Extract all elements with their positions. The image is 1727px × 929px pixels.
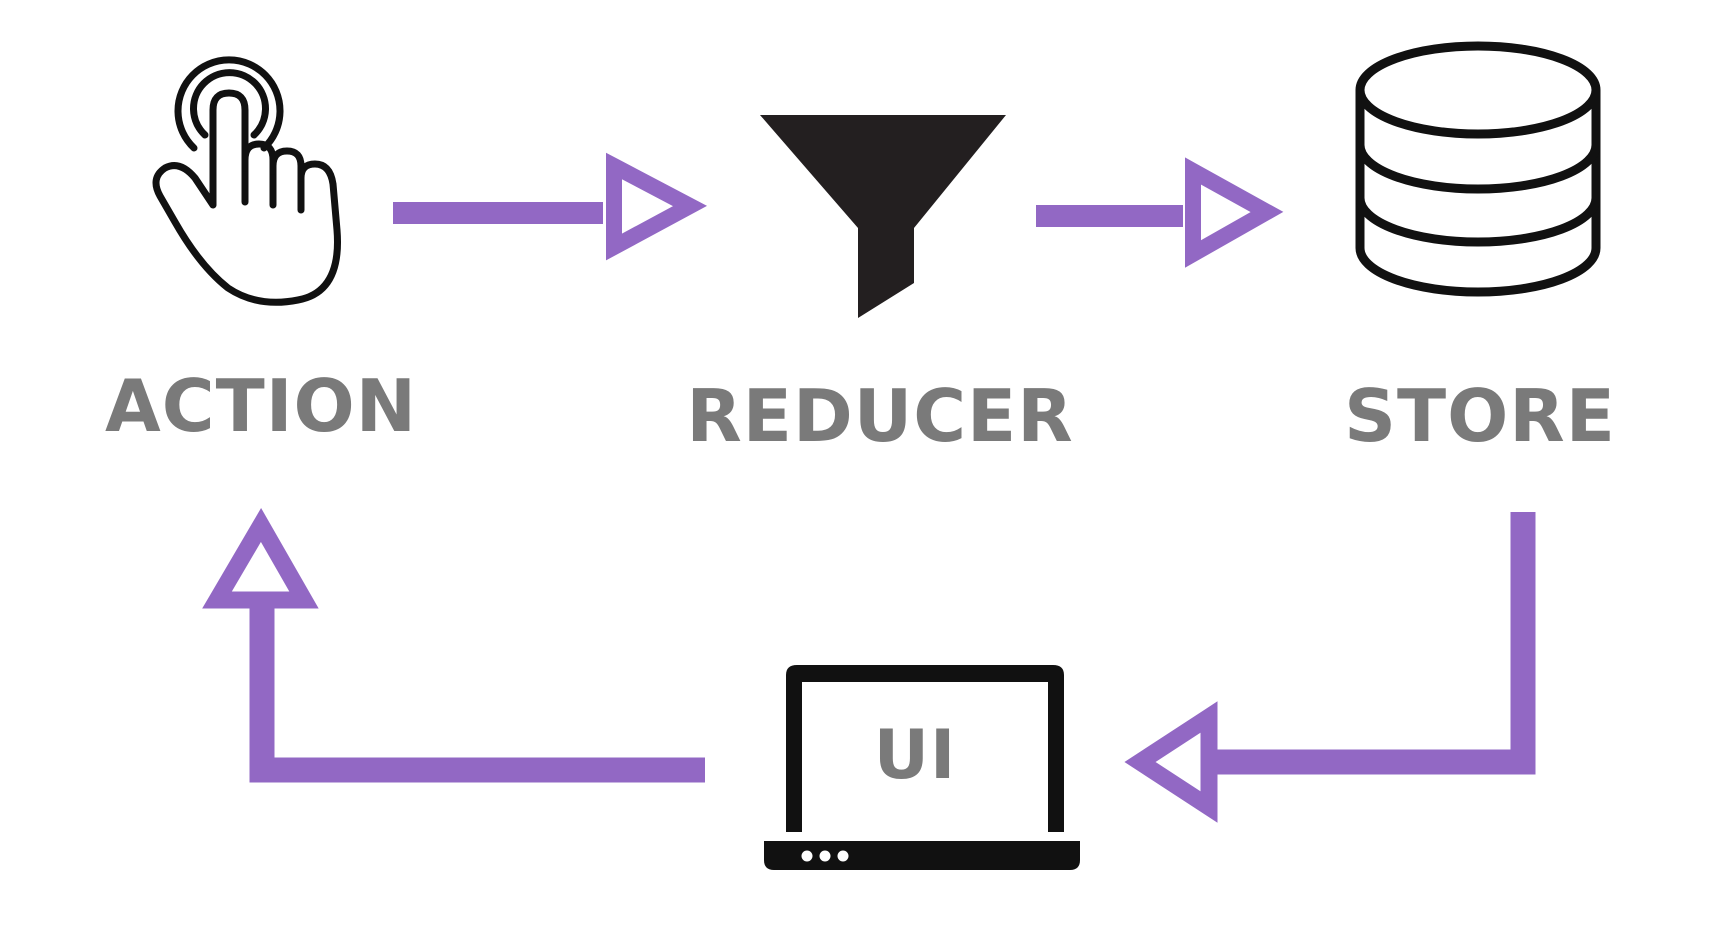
arrow-reducer-to-store — [1036, 157, 1284, 268]
laptop-icon — [764, 665, 1080, 870]
reducer-label: REDUCER — [686, 374, 1074, 458]
database-icon — [1355, 41, 1601, 297]
store-label: STORE — [1344, 374, 1616, 458]
arrow-ui-to-action — [202, 508, 705, 783]
arrow-store-to-ui — [1124, 512, 1536, 823]
action-label: ACTION — [105, 364, 417, 448]
tap-hand-icon — [152, 56, 342, 306]
ui-label: UI — [873, 716, 957, 795]
funnel-icon — [760, 115, 1006, 318]
arrow-action-to-reducer — [393, 152, 708, 261]
